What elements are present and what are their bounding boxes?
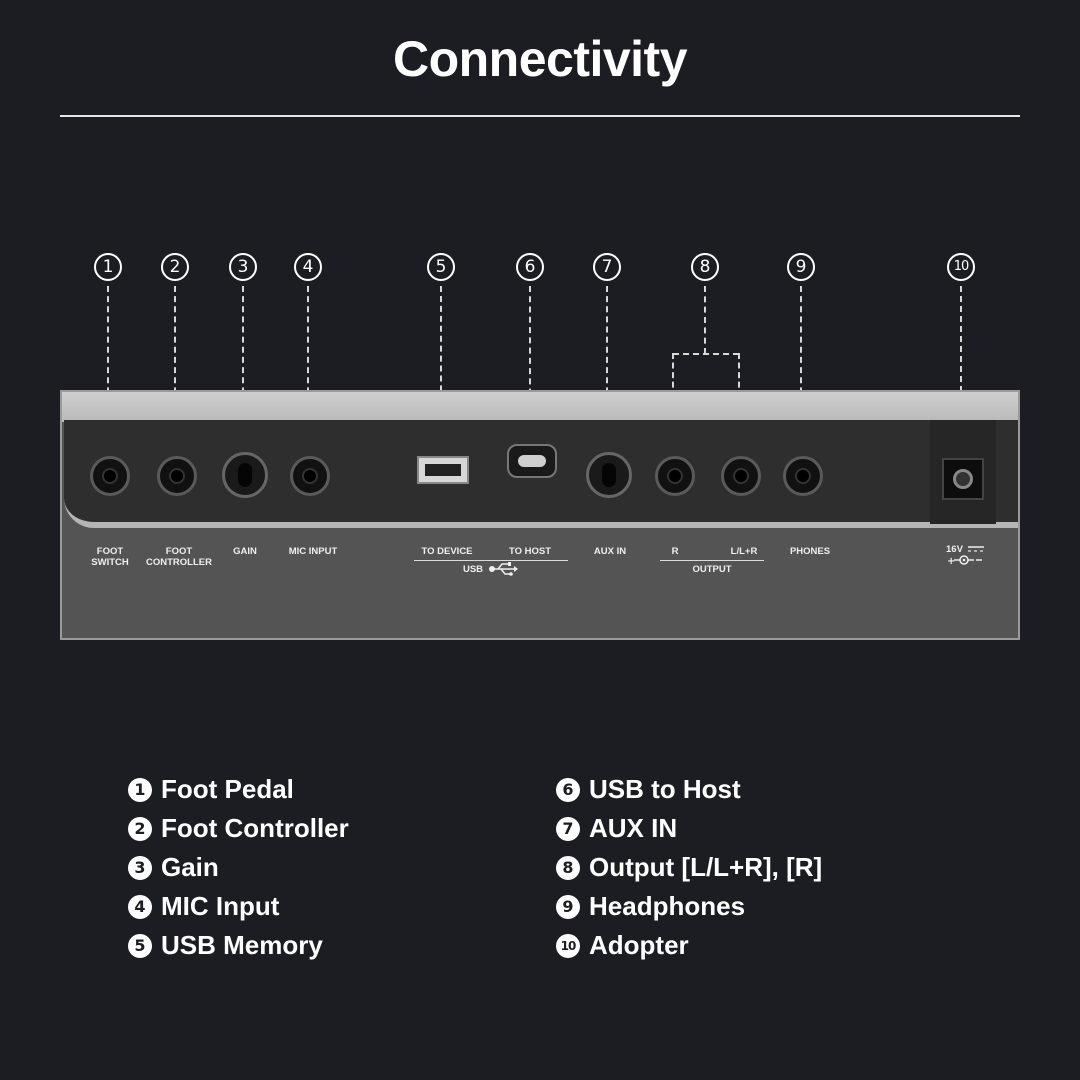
label-foot-switch: FOOT SWITCH	[90, 546, 130, 568]
legend-left: 1 Foot Pedal 2 Foot Controller 3 Gain 4 …	[128, 770, 349, 965]
legend-bullet: 5	[128, 933, 152, 958]
callout-6: 6	[516, 253, 544, 281]
callout-4: 4	[294, 253, 322, 281]
leader-line-3	[242, 286, 244, 444]
output-r-jack	[655, 456, 695, 496]
label-mic-input: MIC INPUT	[288, 546, 338, 557]
label-to-device: TO DEVICE	[421, 546, 473, 557]
callout-9: 9	[787, 253, 815, 281]
label-power: 16V	[946, 544, 963, 555]
legend-item: 8 Output [L/L+R], [R]	[556, 848, 822, 887]
leader-line-4	[307, 286, 309, 444]
label-l-lr: L/L+R	[730, 546, 758, 557]
legend-label: USB to Host	[589, 774, 741, 804]
label-aux-in: AUX IN	[593, 546, 627, 557]
legend-bullet: 4	[128, 894, 152, 919]
legend-label: Foot Pedal	[161, 774, 294, 804]
leader-line-1	[107, 286, 109, 444]
dc-power-jack	[942, 458, 984, 500]
label-foot-switch-line2: SWITCH	[91, 557, 129, 568]
label-to-host: TO HOST	[508, 546, 552, 557]
legend-bullet: 2	[128, 816, 152, 841]
leader-line-8	[704, 286, 706, 354]
legend-label: Headphones	[589, 891, 746, 921]
label-r: R	[671, 546, 679, 557]
leader-line-6	[529, 286, 531, 446]
label-phones: PHONES	[789, 546, 831, 557]
callout-7: 7	[593, 253, 621, 281]
legend-bullet: 8	[556, 855, 580, 880]
legend-item: 7 AUX IN	[556, 809, 822, 848]
label-foot-controller-line1: FOOT	[165, 546, 193, 557]
label-foot-controller-line2: CONTROLLER	[146, 557, 212, 568]
legend-item: 9 Headphones	[556, 887, 822, 926]
dc-polarity-icon: +	[947, 546, 984, 567]
legend-label: Foot Controller	[161, 813, 349, 843]
legend-item: 3 Gain	[128, 848, 349, 887]
output-l-lr-jack	[721, 456, 761, 496]
usb-group-line	[414, 560, 568, 561]
rear-panel: FOOT SWITCH FOOT CONTROLLER GAIN MIC INP…	[60, 390, 1020, 640]
label-foot-switch-line1: FOOT	[96, 546, 124, 557]
callout-2: 2	[161, 253, 189, 281]
legend-bullet: 9	[556, 894, 580, 919]
legend-bullet: 10	[556, 933, 580, 958]
legend-item: 6 USB to Host	[556, 770, 822, 809]
label-gain: GAIN	[233, 546, 257, 557]
callout-10: 10	[947, 253, 975, 281]
title-divider	[60, 115, 1020, 117]
gain-knob	[222, 452, 268, 498]
usb-to-device-port	[417, 456, 469, 484]
foot-controller-jack	[157, 456, 197, 496]
label-usb: USB	[462, 564, 484, 575]
legend-item: 4 MIC Input	[128, 887, 349, 926]
legend-bullet: 3	[128, 855, 152, 880]
output-group-line	[660, 560, 764, 561]
callout-1: 1	[94, 253, 122, 281]
legend-label: Gain	[161, 852, 219, 882]
callout-3: 3	[229, 253, 257, 281]
legend-label: MIC Input	[161, 891, 280, 921]
label-output: OUTPUT	[692, 564, 732, 575]
legend-right: 6 USB to Host 7 AUX IN 8 Output [L/L+R],…	[556, 770, 822, 965]
mic-input-jack	[290, 456, 330, 496]
legend-item: 10 Adopter	[556, 926, 822, 965]
leader-line-10	[960, 286, 962, 442]
phones-jack	[783, 456, 823, 496]
legend-item: 5 USB Memory	[128, 926, 349, 965]
label-foot-controller: FOOT CONTROLLER	[142, 546, 216, 568]
aux-in-jack	[586, 452, 632, 498]
usb-trident-icon	[489, 562, 518, 576]
callout-5: 5	[427, 253, 455, 281]
usb-to-host-port	[507, 444, 557, 478]
legend-item: 1 Foot Pedal	[128, 770, 349, 809]
page-title: Connectivity	[392, 31, 688, 87]
legend-item: 2 Foot Controller	[128, 809, 349, 848]
legend-label: AUX IN	[589, 813, 678, 843]
legend-label: USB Memory	[161, 930, 323, 960]
foot-switch-jack	[90, 456, 130, 496]
svg-text:+: +	[947, 556, 955, 567]
leader-line-9	[800, 286, 802, 444]
legend-label: Adopter	[589, 930, 689, 960]
callout-8: 8	[691, 253, 719, 281]
leader-line-7	[606, 286, 608, 444]
legend-bullet: 7	[556, 816, 580, 841]
leader-bracket-8	[673, 353, 739, 355]
panel-top-edge	[62, 392, 1018, 422]
legend-label: Output [L/L+R], [R]	[589, 852, 823, 882]
leader-line-5	[440, 286, 442, 451]
legend-bullet: 1	[128, 777, 152, 802]
leader-line-2	[174, 286, 176, 444]
legend-bullet: 6	[556, 777, 580, 802]
